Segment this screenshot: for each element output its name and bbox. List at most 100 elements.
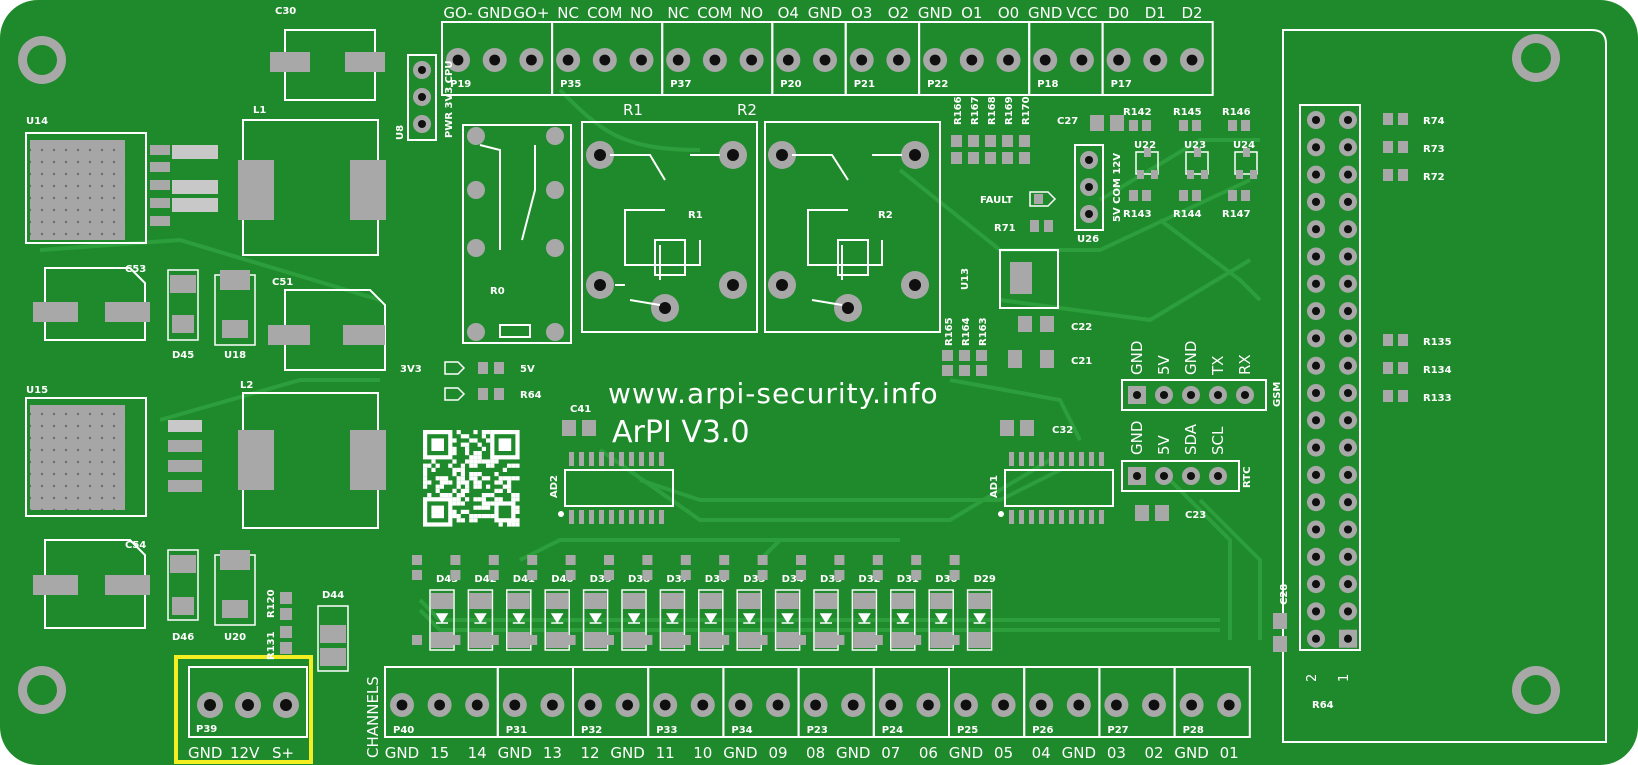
bottom-label: 14 bbox=[468, 744, 487, 762]
ref-p23: P23 bbox=[807, 725, 828, 736]
top-label: D1 bbox=[1145, 4, 1166, 22]
ref-p34: P34 bbox=[731, 725, 752, 736]
chip-u18: U18 bbox=[214, 270, 256, 361]
u25-pin-labels: 5V COM 12V bbox=[1112, 153, 1123, 222]
inductor-l1: L1 bbox=[238, 105, 386, 256]
gsm-pin-label: TX bbox=[1209, 356, 1227, 376]
ref-p22: P22 bbox=[927, 79, 948, 90]
ref-d42: D42 bbox=[474, 574, 496, 585]
power-connector[interactable]: P39 bbox=[188, 666, 308, 738]
ref-r144: R144 bbox=[1173, 209, 1202, 220]
terminal-p25[interactable]: P25 bbox=[948, 666, 1026, 738]
ref-p18: P18 bbox=[1037, 79, 1058, 90]
top-label: O1 bbox=[961, 4, 982, 22]
svg-text:C51: C51 bbox=[272, 277, 293, 288]
top-label: COM bbox=[587, 4, 622, 22]
rtc-pin-label: 5V bbox=[1155, 434, 1173, 455]
ref-d43: D43 bbox=[436, 574, 458, 585]
ref-d34: D34 bbox=[782, 574, 804, 585]
bottom-label: 09 bbox=[768, 744, 787, 762]
ref-r63: 5V bbox=[520, 364, 535, 375]
bottom-label: GND bbox=[385, 744, 419, 762]
terminal-p27[interactable]: P27 bbox=[1098, 666, 1176, 738]
ref-c21: C21 bbox=[1071, 356, 1092, 367]
terminal-p17[interactable]: P17 bbox=[1101, 21, 1214, 96]
power-label-s-plus: S+ bbox=[272, 744, 294, 762]
u26-pin-labels: PWR 3V3 CPU bbox=[444, 61, 455, 138]
top-label: D2 bbox=[1181, 4, 1202, 22]
ref-p17: P17 bbox=[1111, 79, 1132, 90]
svg-text:R0: R0 bbox=[490, 286, 505, 297]
ref-d31: D31 bbox=[897, 574, 919, 585]
terminal-p20[interactable]: P20 bbox=[771, 21, 847, 96]
top-label: NO bbox=[740, 4, 763, 22]
diode-d33: D33 bbox=[796, 555, 842, 651]
qr-code bbox=[423, 430, 520, 527]
power-connector-highlight[interactable] bbox=[174, 655, 313, 764]
svg-text:U26: U26 bbox=[1077, 234, 1099, 245]
diode-d37: D37 bbox=[642, 555, 689, 651]
ref-c22: C22 bbox=[1071, 322, 1092, 333]
ref-c23: C23 bbox=[1185, 510, 1206, 521]
gsm-pin-label: RX bbox=[1236, 354, 1254, 375]
diode-d35: D35 bbox=[719, 555, 765, 651]
gsm-pin-label: 5V bbox=[1155, 354, 1173, 375]
header-u26[interactable] bbox=[407, 54, 437, 141]
ref-r166: R166 bbox=[953, 96, 964, 125]
terminal-p21[interactable]: P21 bbox=[844, 21, 921, 96]
ref-c27: C27 bbox=[1057, 116, 1078, 127]
ref-p28: P28 bbox=[1183, 725, 1204, 736]
ref-r147: R147 bbox=[1222, 209, 1251, 220]
ref-ad1: AD1 bbox=[989, 475, 1000, 498]
ref-u22: U22 bbox=[1134, 140, 1156, 151]
ref-r143: R143 bbox=[1123, 209, 1152, 220]
ref-r167: R167 bbox=[970, 96, 981, 125]
bottom-label: GND bbox=[610, 744, 644, 762]
ref-c32: C32 bbox=[1052, 425, 1073, 436]
relay-r1: R1 bbox=[581, 121, 758, 333]
header-u25[interactable]: U26 bbox=[1074, 144, 1104, 245]
terminal-p34[interactable]: P34 bbox=[722, 666, 800, 738]
ref-r146: R146 bbox=[1222, 107, 1251, 118]
ref-u26: U8 bbox=[395, 125, 406, 140]
inductor-l2: L2 bbox=[238, 380, 386, 529]
top-label: VCC bbox=[1066, 4, 1097, 22]
top-label: O0 bbox=[998, 4, 1019, 22]
ref-r170: R170 bbox=[1021, 96, 1032, 125]
top-label: O2 bbox=[888, 4, 909, 22]
bottom-label: 05 bbox=[994, 744, 1013, 762]
svg-text:R2: R2 bbox=[878, 210, 893, 221]
diode-d36: D36 bbox=[680, 555, 727, 651]
ref-d32: D32 bbox=[858, 574, 880, 585]
terminal-p40[interactable]: P40 bbox=[384, 666, 499, 738]
bottom-label: 06 bbox=[919, 744, 938, 762]
ref-r164: R164 bbox=[961, 317, 972, 346]
diode-d29: D29 bbox=[949, 555, 996, 651]
svg-text:D44: D44 bbox=[322, 590, 344, 601]
terminal-p35[interactable]: P35 bbox=[551, 21, 664, 96]
ref-p35: P35 bbox=[560, 79, 581, 90]
top-label: O4 bbox=[778, 4, 799, 22]
diode-d31: D31 bbox=[872, 555, 919, 651]
power-label-12v: 12V bbox=[230, 744, 260, 762]
terminal-p24[interactable]: P24 bbox=[872, 666, 950, 738]
capacitor-c30: C30 bbox=[270, 6, 385, 101]
relay-r2: R2 bbox=[764, 121, 941, 333]
terminal-p28[interactable]: P28 bbox=[1173, 666, 1251, 738]
top-label: GND bbox=[918, 4, 952, 22]
gsm-pin-label: GND bbox=[1182, 341, 1200, 375]
ref-d40: D40 bbox=[551, 574, 573, 585]
top-label: NC bbox=[667, 4, 689, 22]
ref-u8: R64 bbox=[1312, 700, 1334, 711]
top-label: D0 bbox=[1108, 4, 1129, 22]
power-label-gnd: GND bbox=[188, 744, 222, 762]
terminal-p31[interactable]: P31 bbox=[496, 666, 574, 738]
diode-d43: D43 bbox=[412, 555, 458, 651]
diode-d30: D30 bbox=[911, 555, 957, 651]
